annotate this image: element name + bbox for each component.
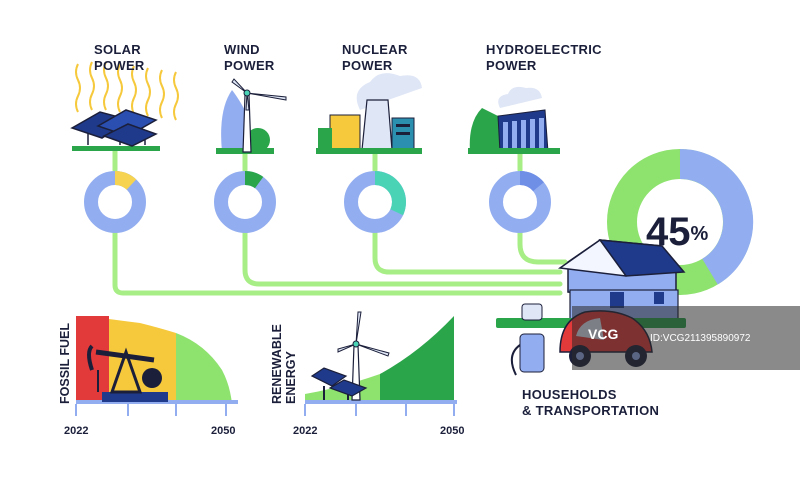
- hydro-dam-icon: [468, 86, 560, 154]
- wind-donut-ring: [214, 171, 276, 233]
- hydro-donut-segment: [519, 171, 544, 192]
- fossil-fuel-chart: [75, 316, 238, 416]
- solar-power-label: SOLAR POWER: [94, 42, 145, 73]
- wind-donut-segment: [244, 171, 264, 189]
- watermark-id: ID:VCG211395890972: [650, 333, 751, 344]
- fossil-year-end: 2050: [211, 425, 236, 437]
- nuclear-power-label: NUCLEAR POWER: [342, 42, 408, 73]
- fossil-band-green: [176, 333, 232, 404]
- fossil-year-start: 2022: [64, 425, 89, 437]
- watermark-badge: VCG: [588, 326, 619, 342]
- oil-pump-icon: [87, 344, 168, 402]
- ev-charger-icon: [510, 303, 545, 376]
- wind-power-label: WIND POWER: [224, 42, 275, 73]
- solar-donut-segment: [114, 171, 137, 190]
- renewable-energy-chart: [304, 311, 457, 416]
- solar-connector: [112, 147, 563, 296]
- fossil-fuel-label: FOSSIL FUEL: [58, 322, 72, 404]
- renewable-energy-label: RENEWABLE ENERGY: [270, 324, 298, 404]
- nuclear-donut-segment: [374, 171, 406, 216]
- households-transportation-label: HOUSEHOLDS & TRANSPORTATION: [522, 387, 660, 418]
- renewable-year-end: 2050: [440, 425, 465, 437]
- solar-panel-icon: [70, 61, 179, 151]
- total-share-value: 45%: [646, 210, 709, 254]
- share-donuts: [84, 171, 551, 233]
- renewable-area-dark: [380, 316, 454, 404]
- total-share-donut: [607, 148, 754, 295]
- wind-connector: [242, 147, 563, 287]
- watermark-band: [572, 306, 800, 370]
- hydroelectric-power-label: HYDROELECTRIC POWER: [486, 42, 602, 73]
- solar-donut-ring: [84, 171, 146, 233]
- fossil-band-red: [76, 316, 109, 404]
- small-solar-icon: [310, 367, 368, 400]
- wind-turbine-icon: [216, 78, 287, 154]
- renewable-year-start: 2022: [293, 425, 318, 437]
- nuclear-plant-icon: [316, 73, 422, 154]
